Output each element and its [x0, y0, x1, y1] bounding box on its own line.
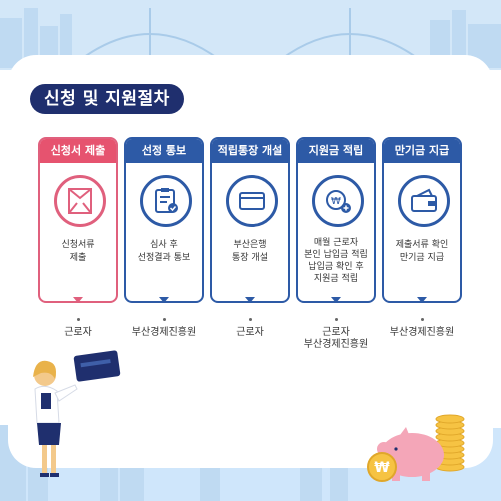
step-notification: 선정 통보 심사 후 선정결과 통보: [124, 137, 204, 303]
bullet-dot: [420, 318, 424, 321]
responsible-parties: 근로자 부산경제진흥원 근로자 근로자 부산경제진흥원 부산경제진흥원: [38, 318, 462, 358]
step-description: 매월 근로자 본인 납입금 적립 납입금 확인 후 지원금 적립: [298, 237, 374, 285]
desc-line: 매월 근로자: [313, 238, 359, 248]
step-pointer: [417, 297, 427, 303]
agent-label: 근로자 부산경제진흥원: [291, 318, 381, 351]
desc-line: 제출서류 확인: [395, 240, 449, 250]
agent-label: 부산경제진흥원: [119, 318, 209, 339]
step-label: 선정 통보: [126, 139, 202, 163]
agent-label: 근로자: [33, 318, 123, 339]
step-label: 적립통장 개설: [212, 139, 288, 163]
coins-icon: ₩: [312, 175, 364, 227]
process-steps: 신청서 제출 신청서류 제출 선정 통보 심사 후 선정결과 통보 적립통장 개…: [38, 137, 462, 305]
agent-name: 부산경제진흥원: [389, 327, 455, 338]
bullet-dot: [162, 318, 166, 321]
step-label: 신청서 제출: [40, 139, 116, 163]
desc-line: 만기금 지급: [399, 253, 445, 263]
bullet-dot: [76, 318, 80, 321]
svg-text:₩: ₩: [374, 460, 390, 476]
step-description: 심사 후 선정결과 통보: [126, 239, 202, 265]
desc-line: 납입금 확인 후: [308, 262, 364, 272]
desc-line: 선정결과 통보: [137, 253, 191, 263]
desc-line: 신청서류: [61, 240, 95, 250]
envelope-icon: [54, 175, 106, 227]
page-title: 신청 및 지원절차: [30, 84, 184, 114]
desc-line: 통장 개설: [232, 253, 268, 263]
step-description: 제출서류 확인 만기금 지급: [384, 239, 460, 265]
step-label: 만기금 지급: [384, 139, 460, 163]
piggy-bank-coins-illustration: ₩: [367, 414, 465, 482]
step-application: 신청서 제출 신청서류 제출: [38, 137, 118, 303]
step-description: 신청서류 제출: [40, 239, 116, 265]
step-pointer: [245, 297, 255, 303]
svg-text:₩: ₩: [331, 196, 341, 207]
desc-line: 부산은행: [233, 240, 267, 250]
step-savings: 지원금 적립 ₩ 매월 근로자 본인 납입금 적립 납입금 확인 후 지원금 적…: [296, 137, 376, 303]
agent-label: 부산경제진흥원: [377, 318, 467, 339]
wallet-icon: [398, 175, 450, 227]
step-pointer: [331, 297, 341, 303]
agent-name: 근로자: [64, 327, 92, 338]
step-description: 부산은행 통장 개설: [212, 239, 288, 265]
card-icon: [226, 175, 278, 227]
woman-with-card-illustration: [33, 350, 121, 477]
bullet-dot: [248, 318, 252, 321]
desc-line: 제출: [69, 253, 87, 263]
desc-line: 심사 후: [150, 240, 178, 250]
agent-label: 근로자: [205, 318, 295, 339]
agent-name: 부산경제진흥원: [303, 339, 369, 350]
agent-name: 근로자: [236, 327, 264, 338]
clipboard-check-icon: [140, 175, 192, 227]
step-label: 지원금 적립: [298, 139, 374, 163]
step-pointer: [73, 297, 83, 303]
step-account-opening: 적립통장 개설 부산은행 통장 개설: [210, 137, 290, 303]
desc-line: 본인 납입금 적립: [304, 250, 368, 260]
step-maturity-payment: 만기금 지급 제출서류 확인 만기금 지급: [382, 137, 462, 303]
agent-name: 부산경제진흥원: [131, 327, 197, 338]
agent-name: 근로자: [322, 327, 350, 338]
step-pointer: [159, 297, 169, 303]
desc-line: 지원금 적립: [313, 274, 359, 284]
bullet-dot: [334, 318, 338, 321]
